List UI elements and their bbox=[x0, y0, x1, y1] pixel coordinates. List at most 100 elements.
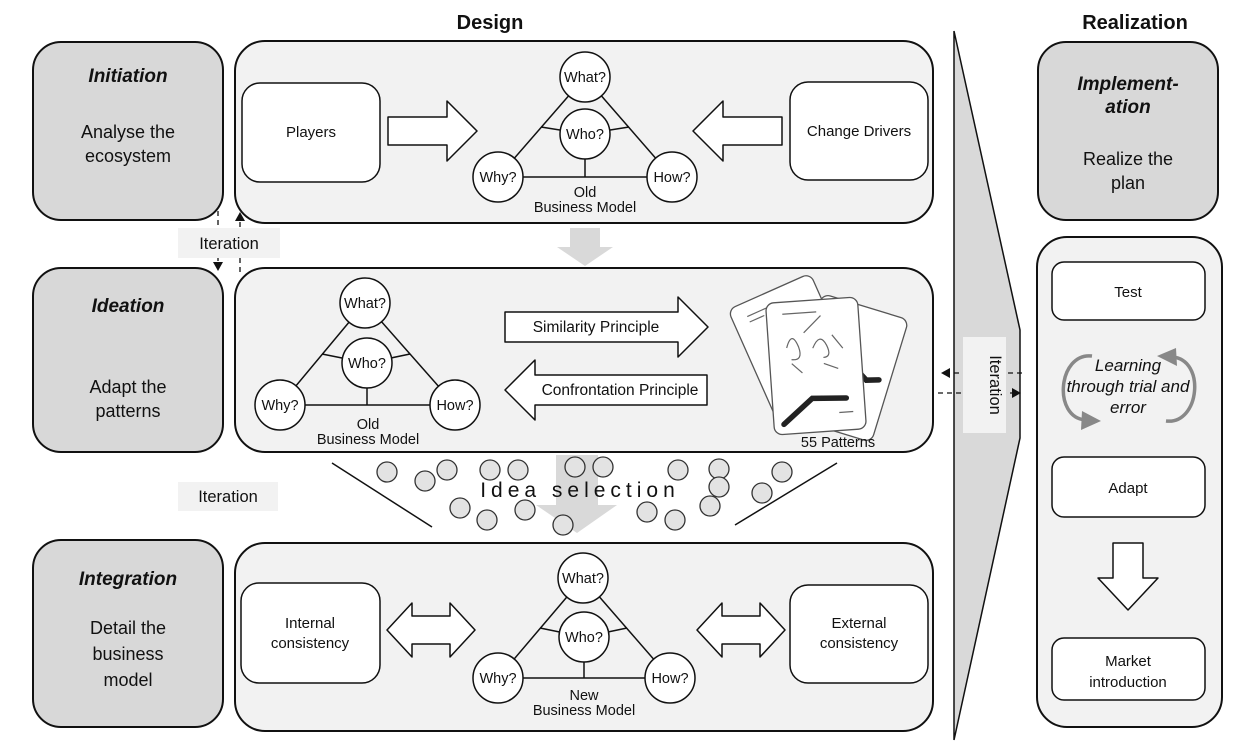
implementation-title-line2: ation bbox=[1105, 97, 1150, 118]
who-circle bbox=[559, 108, 611, 160]
design-row2-panel: What? Who? Why? How? Old Business Model … bbox=[234, 267, 934, 453]
iteration-top-left: Iteration bbox=[178, 211, 280, 272]
external-consistency-line2: consistency bbox=[820, 635, 899, 652]
arrow-players-to-model bbox=[387, 100, 478, 162]
internal-consistency-line2: consistency bbox=[271, 635, 350, 652]
model-caption-line1: Old bbox=[574, 185, 597, 201]
what-label: What? bbox=[564, 70, 606, 86]
who-label: Who? bbox=[566, 127, 604, 143]
initiation-title: Initiation bbox=[88, 66, 167, 87]
who-circle bbox=[558, 611, 610, 663]
internal-consistency-line1: Internal bbox=[285, 615, 335, 632]
integration-box bbox=[32, 539, 224, 728]
how-label: How? bbox=[651, 671, 688, 687]
initiation-box bbox=[32, 41, 224, 221]
change-drivers-box bbox=[789, 81, 929, 181]
adapt-label: Adapt bbox=[1108, 480, 1148, 497]
initiation-desc-line1: Analyse the bbox=[81, 122, 175, 142]
market-introduction-box bbox=[1051, 637, 1206, 701]
iteration-right: Iteration bbox=[938, 337, 1022, 433]
who-label: Who? bbox=[348, 356, 386, 372]
why-label: Why? bbox=[479, 170, 516, 186]
test-box bbox=[1051, 261, 1206, 321]
what-circle bbox=[559, 51, 611, 103]
confrontation-label: Confrontation Principle bbox=[542, 382, 699, 399]
model-caption-line2: Business Model bbox=[533, 703, 635, 719]
realization-header: Realization bbox=[1082, 12, 1188, 34]
design-row1-panel: Players Change Drivers What? Who? Why? H… bbox=[234, 40, 934, 224]
what-circle bbox=[339, 277, 391, 329]
external-consistency-line1: External bbox=[831, 615, 886, 632]
learning-line3: error bbox=[1110, 398, 1147, 417]
change-drivers-label: Change Drivers bbox=[807, 123, 911, 140]
adapt-box bbox=[1051, 456, 1206, 518]
how-circle bbox=[646, 151, 698, 203]
why-circle bbox=[472, 151, 524, 203]
players-box bbox=[241, 82, 381, 183]
triangle-old-business-model-row1: What? Who? Why? How? Old Business Model bbox=[472, 51, 698, 216]
arrow-adapt-to-market bbox=[1097, 542, 1159, 611]
pattern-cards: 55 Patterns bbox=[729, 275, 908, 451]
iteration-bottom-left: Iteration bbox=[178, 482, 278, 511]
test-label: Test bbox=[1114, 284, 1142, 301]
how-circle bbox=[644, 652, 696, 704]
why-circle bbox=[472, 652, 524, 704]
funnel-left-line bbox=[331, 462, 433, 528]
integration-desc-line2: business bbox=[92, 644, 163, 664]
phase-integration: Integration Detail the business model bbox=[32, 539, 224, 728]
ideation-title: Ideation bbox=[92, 296, 165, 317]
who-circle bbox=[341, 337, 393, 389]
phase-implementation: Implement- ation Realize the plan bbox=[1037, 41, 1219, 221]
implementation-desc-line2: plan bbox=[1111, 173, 1145, 193]
design-row3-panel: Internal consistency External consistenc… bbox=[234, 542, 934, 732]
integration-title: Integration bbox=[79, 569, 177, 590]
players-label: Players bbox=[286, 124, 336, 141]
initiation-desc-line2: ecosystem bbox=[85, 146, 171, 166]
implementation-box bbox=[1037, 41, 1219, 221]
realization-flow-panel: Test Learning through trial and error Ad… bbox=[1036, 236, 1223, 728]
arrow-drivers-to-model bbox=[692, 100, 783, 162]
ideation-desc-line2: patterns bbox=[95, 401, 160, 421]
triangle-old-business-model-row2: What? Who? Why? How? Old Business Model bbox=[254, 277, 481, 448]
ideation-box bbox=[32, 267, 224, 453]
design-header: Design bbox=[457, 12, 524, 34]
phase-ideation: Ideation Adapt the patterns bbox=[32, 267, 224, 453]
learning-line2: through trial and bbox=[1067, 377, 1190, 396]
what-label: What? bbox=[344, 296, 386, 312]
learning-cycle: Learning through trial and error bbox=[1061, 348, 1197, 430]
similarity-arrow bbox=[504, 296, 709, 358]
model-caption-line1: Old bbox=[357, 417, 380, 433]
confrontation-arrow bbox=[504, 359, 708, 421]
triangle-new-business-model: What? Who? Why? How? New Business Model bbox=[472, 552, 696, 719]
funnel-right-line bbox=[734, 462, 838, 526]
integration-desc-line1: Detail the bbox=[90, 618, 166, 638]
how-label: How? bbox=[436, 398, 473, 414]
market-introduction-line1: Market bbox=[1105, 653, 1152, 670]
model-caption-line2: Business Model bbox=[317, 432, 419, 448]
iteration-right-label: Iteration bbox=[986, 355, 1004, 415]
double-arrow-external bbox=[696, 602, 786, 658]
internal-consistency-box bbox=[240, 582, 381, 684]
how-circle bbox=[429, 379, 481, 431]
what-circle bbox=[557, 552, 609, 604]
iteration-top-left-label: Iteration bbox=[199, 235, 259, 253]
cycle-arrow-right bbox=[1165, 355, 1197, 423]
what-label: What? bbox=[562, 571, 604, 587]
idea-dots bbox=[376, 456, 793, 536]
implementation-desc-line1: Realize the bbox=[1083, 149, 1173, 169]
market-introduction-line2: introduction bbox=[1089, 674, 1167, 691]
implementation-title-line1: Implement- bbox=[1077, 74, 1178, 95]
external-consistency-box bbox=[789, 584, 929, 684]
learning-line1: Learning bbox=[1095, 356, 1162, 375]
ideation-desc-line1: Adapt the bbox=[89, 377, 166, 397]
why-label: Why? bbox=[479, 671, 516, 687]
patterns-caption: 55 Patterns bbox=[801, 435, 875, 451]
why-label: Why? bbox=[261, 398, 298, 414]
model-caption-line1: New bbox=[569, 688, 599, 704]
iteration-top-left-bg bbox=[178, 228, 280, 258]
integration-desc-line3: model bbox=[103, 670, 152, 690]
who-label: Who? bbox=[565, 630, 603, 646]
idea-selection-label: Idea selection bbox=[480, 479, 680, 502]
